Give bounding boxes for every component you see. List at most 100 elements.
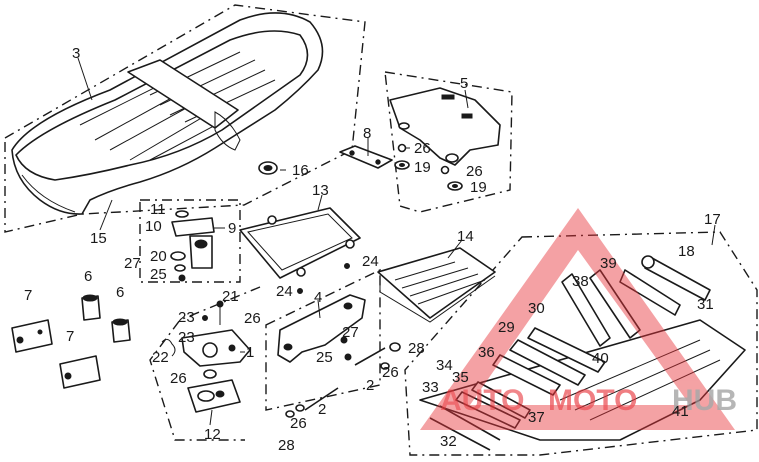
label-23-a: 23 [178, 309, 195, 326]
label-25-a: 25 [150, 266, 167, 283]
label-26-c: 26 [244, 310, 261, 327]
label-21: 21 [222, 288, 239, 305]
bolt-23-a [202, 315, 208, 321]
label-30: 30 [528, 300, 545, 317]
spring-22 [161, 338, 176, 357]
label-32: 32 [440, 433, 457, 450]
label-26-b: 26 [466, 163, 483, 180]
bracket-group-frame [384, 71, 513, 213]
rubber-6-right [111, 318, 131, 343]
watermark-word-left: AUTO [440, 384, 524, 417]
screw-24-b [297, 288, 303, 294]
label-15: 15 [90, 230, 107, 247]
label-28-b: 28 [278, 437, 295, 454]
label-6-b: 6 [116, 284, 124, 301]
label-20: 20 [150, 248, 167, 265]
grommet-16 [258, 161, 278, 175]
tool-kit [419, 255, 746, 451]
hinge-pin-26 [203, 369, 217, 379]
label-17: 17 [704, 211, 721, 228]
hinge-frame [149, 286, 261, 441]
label-22: 22 [152, 349, 169, 366]
label-4: 4 [314, 289, 322, 306]
label-37: 37 [528, 409, 545, 426]
washer-19-lower [447, 181, 463, 191]
label-26-f: 26 [290, 415, 307, 432]
washer-19-upper [394, 160, 410, 170]
label-18: 18 [678, 243, 695, 260]
leader-lines [77, 57, 716, 426]
hinge-1 [181, 329, 251, 367]
label-9: 9 [228, 220, 236, 237]
label-6-a: 6 [84, 268, 92, 285]
label-19-a: 19 [414, 159, 431, 176]
part-labels: 3 15 16 5 8 26 19 26 19 11 10 9 20 27 25… [24, 45, 721, 454]
label-33: 33 [422, 379, 439, 396]
watermark-logo: AUTO MOTO HUB [420, 208, 737, 430]
label-34: 34 [436, 357, 453, 374]
label-24-b: 24 [276, 283, 293, 300]
label-39: 39 [600, 255, 617, 272]
label-24-a: 24 [362, 253, 379, 270]
label-12: 12 [204, 426, 221, 443]
seat [11, 12, 324, 215]
label-25-b: 25 [316, 349, 333, 366]
label-19-b: 19 [470, 179, 487, 196]
bolt-26-lower [440, 165, 450, 175]
label-14: 14 [457, 228, 474, 245]
label-36: 36 [478, 344, 495, 361]
label-40: 40 [592, 350, 609, 367]
clip-28-upper [389, 342, 401, 352]
clip-7-left [11, 319, 53, 353]
label-41: 41 [672, 403, 689, 420]
bolt-21 [216, 300, 224, 325]
plate-8 [339, 145, 393, 169]
tool-pouch-14 [377, 247, 496, 323]
bolt-27 [340, 336, 348, 344]
label-7-a: 7 [24, 287, 32, 304]
label-2-a: 2 [366, 377, 374, 394]
label-3: 3 [72, 45, 80, 62]
rubber-6-left [81, 294, 101, 321]
pin-2-lower [304, 387, 339, 411]
label-23-b: 23 [178, 329, 195, 346]
bracket-4 [277, 294, 366, 363]
label-16: 16 [292, 162, 309, 179]
label-29: 29 [498, 319, 515, 336]
lock-group-frame [139, 199, 241, 283]
clip-7-right [59, 355, 101, 389]
pin-2-upper [354, 347, 386, 366]
watermark-word-right: HUB [672, 384, 737, 417]
watermark-word-mid: MOTO [548, 384, 637, 417]
seat-lock-assembly [170, 210, 215, 282]
nut-25 [344, 353, 352, 361]
label-26-d: 26 [170, 370, 187, 387]
label-11: 11 [150, 201, 166, 218]
screw-24-a [344, 263, 350, 269]
washer-26-e [380, 362, 390, 370]
label-31: 31 [697, 296, 714, 313]
label-5: 5 [460, 75, 468, 92]
label-7-b: 7 [66, 328, 74, 345]
tool-tray-13 [239, 207, 361, 279]
seat-bracket-5 [389, 87, 501, 166]
label-10: 10 [145, 218, 162, 235]
seat-group-frame [4, 4, 366, 233]
hinge-12 [187, 379, 241, 413]
label-26-a: 26 [414, 140, 431, 157]
clip-28-lower [285, 410, 295, 418]
label-26-e: 26 [382, 364, 399, 381]
bolt-26-upper [397, 143, 410, 153]
label-8: 8 [363, 125, 371, 142]
label-28-a: 28 [408, 340, 425, 357]
label-35: 35 [452, 369, 469, 386]
label-1: 1 [246, 344, 254, 361]
label-27-a: 27 [124, 255, 141, 272]
watermark-triangle [420, 208, 735, 430]
label-2-b: 2 [318, 401, 326, 418]
washer-26-f [295, 404, 305, 412]
label-13: 13 [312, 182, 329, 199]
label-27-b: 27 [342, 324, 359, 341]
label-38: 38 [572, 273, 589, 290]
